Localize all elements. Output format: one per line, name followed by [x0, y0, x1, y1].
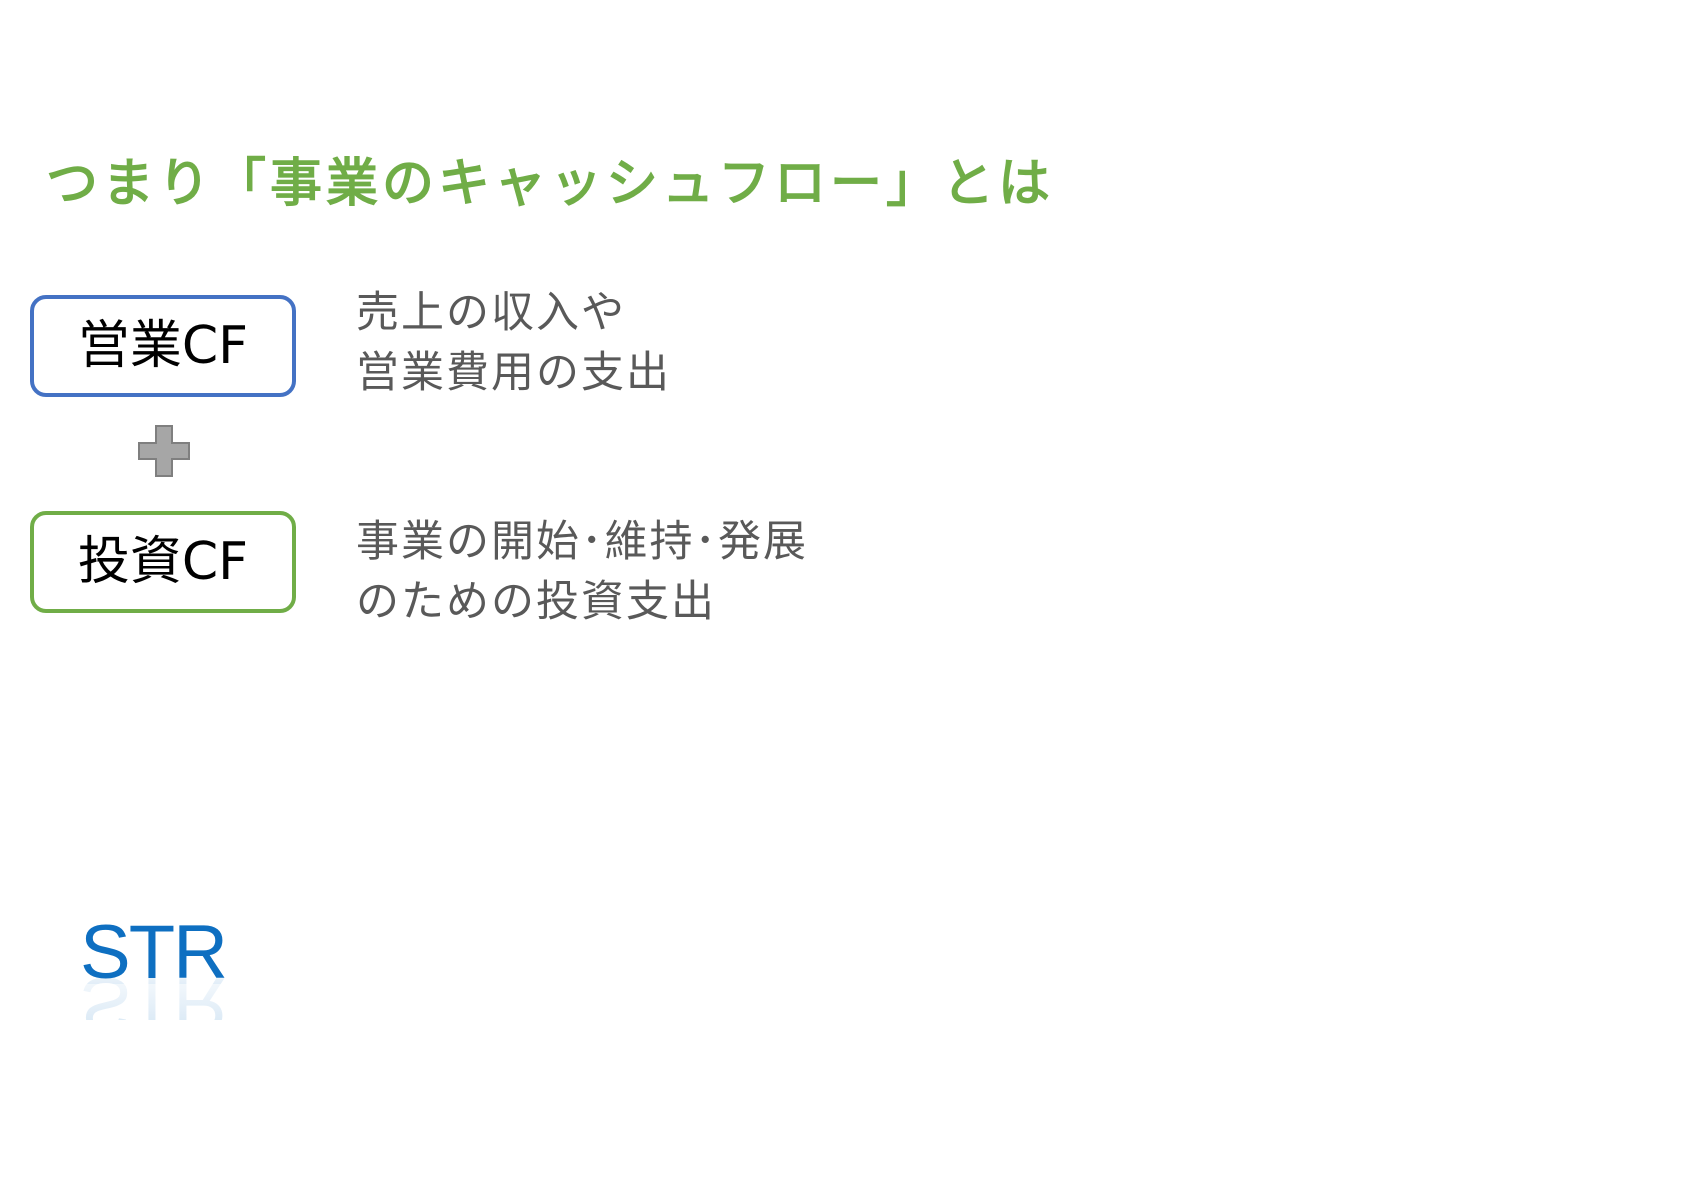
investing-cf-box: 投資CF [30, 511, 296, 613]
page-title: つまり「事業のキャッシュフロー」とは [46, 154, 1055, 214]
operating-cf-box: 営業CF [30, 295, 296, 397]
str-logo-text: STR [80, 910, 226, 995]
investing-desc-line-1: 事業の開始･維持･発展 [356, 517, 808, 567]
plus-icon [138, 425, 190, 477]
str-logo: STR STR [76, 910, 256, 1020]
investing-cf-description: 事業の開始･維持･発展 のための投資支出 [356, 512, 808, 632]
operating-desc-line-2: 営業費用の支出 [356, 348, 671, 398]
operating-desc-line-1: 売上の収入や [356, 288, 626, 338]
operating-cf-description: 売上の収入や 営業費用の支出 [356, 283, 671, 403]
investing-cf-label: 投資CF [77, 532, 249, 592]
operating-cf-label: 営業CF [77, 316, 249, 376]
investing-desc-line-2: のための投資支出 [356, 577, 716, 627]
